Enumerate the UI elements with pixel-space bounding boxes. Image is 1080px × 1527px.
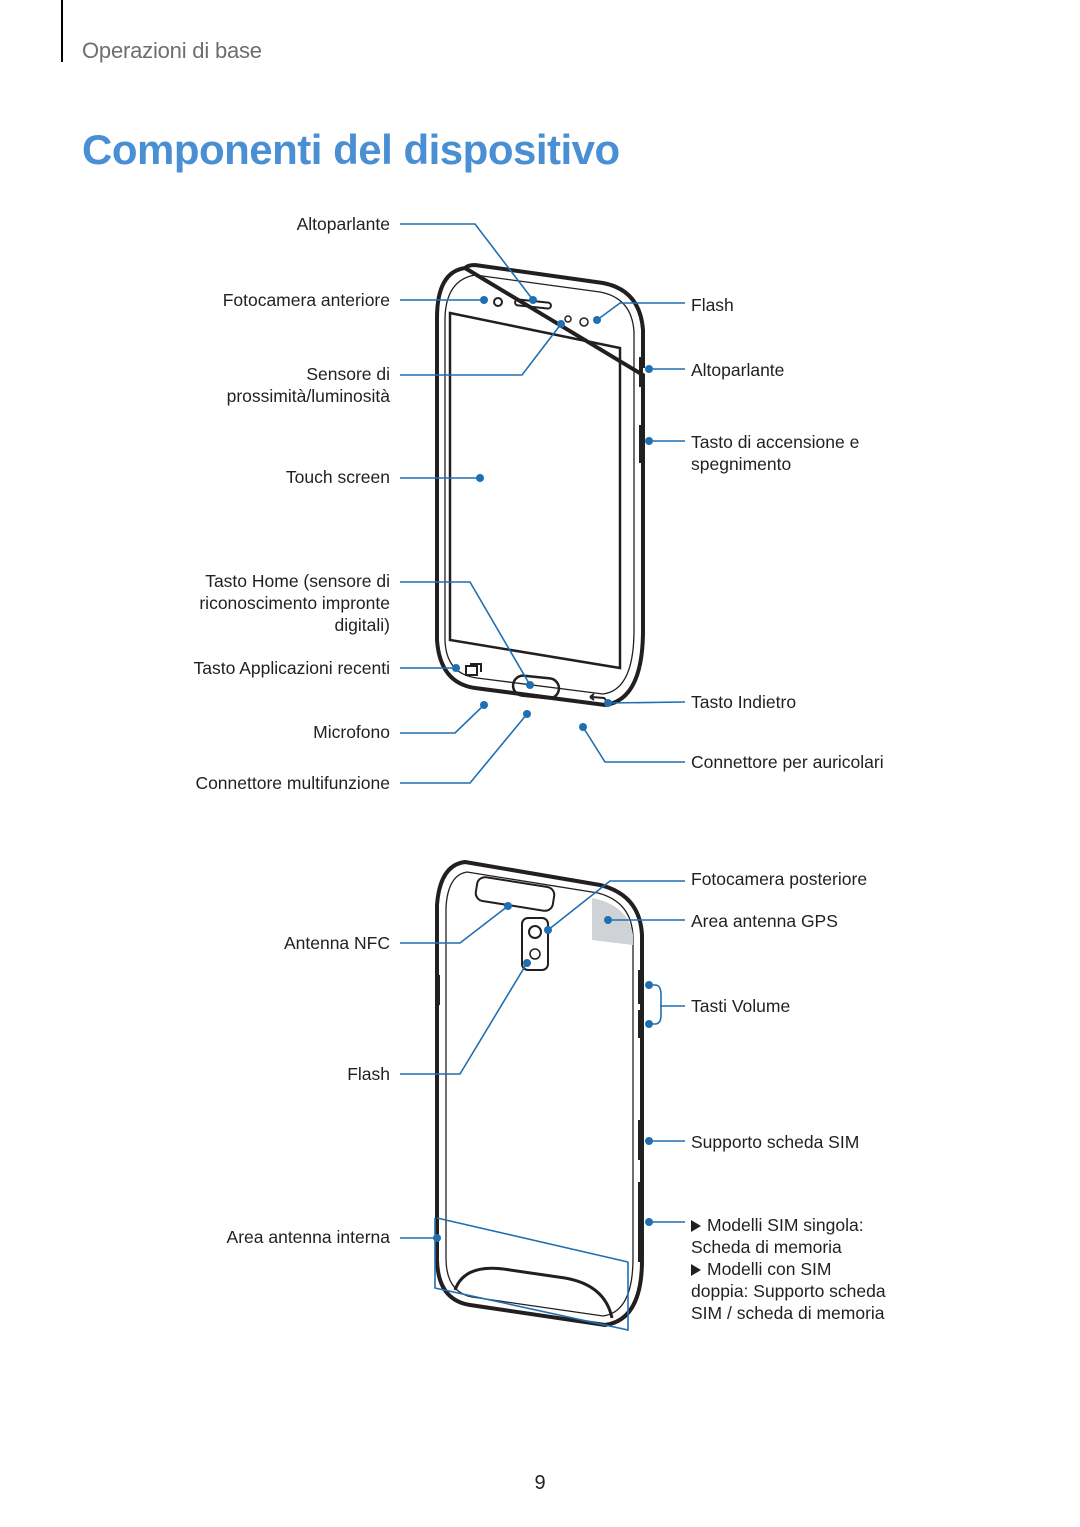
nfc-antenna-outline — [474, 876, 556, 912]
front-camera — [493, 297, 503, 307]
label-rear-flash: Flash — [347, 1064, 390, 1084]
label-sim-tray: Supporto scheda SIM — [691, 1132, 860, 1152]
label-power-key: Tasto di accensione e spegnimento — [691, 431, 859, 475]
page-number: 9 — [534, 1472, 546, 1494]
label-earphone-jack: Connettore per auricolari — [691, 752, 884, 772]
volume-down-key — [638, 1010, 642, 1038]
label-card-note-single: Modelli SIM singola: Scheda di memoria — [691, 1214, 864, 1258]
label-proximity-line-1: Sensore di — [306, 364, 390, 384]
label-volume-keys: Tasti Volume — [691, 996, 791, 1016]
label-card-note-dual-line-2: doppia: Supporto scheda — [691, 1281, 886, 1301]
rear-flash — [529, 948, 541, 960]
section-header: Operazioni di base — [82, 38, 262, 63]
label-speaker-top: Altoparlante — [296, 214, 390, 234]
volume-up-key — [638, 970, 642, 1004]
front-phone — [435, 262, 645, 708]
label-recents-key: Tasto Applicazioni recenti — [193, 658, 391, 678]
sim-tray — [638, 1120, 642, 1160]
home-key — [511, 674, 561, 700]
label-nfc-antenna: Antenna NFC — [283, 933, 390, 953]
label-front-flash: Flash — [691, 295, 734, 315]
front-flash — [579, 317, 589, 327]
proximity-sensor — [564, 315, 572, 323]
rear-camera-lens — [528, 925, 542, 939]
label-back-key: Tasto Indietro — [691, 692, 797, 712]
label-card-note-dual-line-3: SIM / scheda di memoria — [691, 1303, 885, 1323]
label-home-line-2: riconoscimento impronte — [199, 593, 390, 613]
label-touch-screen: Touch screen — [285, 467, 390, 487]
label-microphone: Microfono — [313, 722, 390, 742]
label-card-note-dual: Modelli con SIM doppia: Supporto scheda … — [691, 1258, 886, 1324]
label-internal-antenna: Area antenna interna — [226, 1227, 390, 1247]
label-proximity-sensor: Sensore di prossimità/luminosità — [227, 363, 390, 407]
label-card-note-dual-line-1: Modelli con SIM — [707, 1259, 832, 1279]
callout-dots — [433, 296, 653, 1242]
label-home-key: Tasto Home (sensore di riconoscimento im… — [199, 570, 390, 636]
label-home-line-1: Tasto Home (sensore di — [205, 571, 390, 591]
card-tray — [638, 1182, 642, 1262]
triangle-bullet-icon — [691, 1220, 701, 1232]
triangle-bullet-icon — [691, 1264, 701, 1276]
label-front-camera: Fotocamera anteriore — [222, 290, 390, 310]
front-side-speaker — [639, 357, 643, 387]
page-title: Componenti del dispositivo — [82, 126, 620, 173]
power-key — [639, 425, 643, 463]
label-power-line-2: spegnimento — [691, 454, 792, 474]
label-gps-antenna: Area antenna GPS — [691, 911, 838, 931]
gps-area — [592, 898, 633, 945]
label-power-line-1: Tasto di accensione e — [691, 432, 860, 452]
label-rear-camera: Fotocamera posteriore — [691, 869, 868, 889]
label-speaker-side: Altoparlante — [691, 360, 785, 380]
back-phone — [435, 859, 644, 1328]
label-home-line-3: digitali) — [334, 615, 390, 635]
left-side-key — [437, 975, 440, 1005]
label-proximity-line-2: prossimità/luminosità — [226, 386, 390, 406]
label-card-note-single-line-1: Modelli SIM singola: — [707, 1215, 864, 1235]
label-card-note-single-line-2: Scheda di memoria — [691, 1237, 842, 1257]
label-multipurpose-jack: Connettore multifunzione — [195, 773, 390, 793]
callout-lines — [400, 223, 686, 1331]
header-rule — [61, 0, 63, 62]
rear-camera-module — [521, 917, 549, 971]
recents-key-icon — [465, 663, 482, 676]
